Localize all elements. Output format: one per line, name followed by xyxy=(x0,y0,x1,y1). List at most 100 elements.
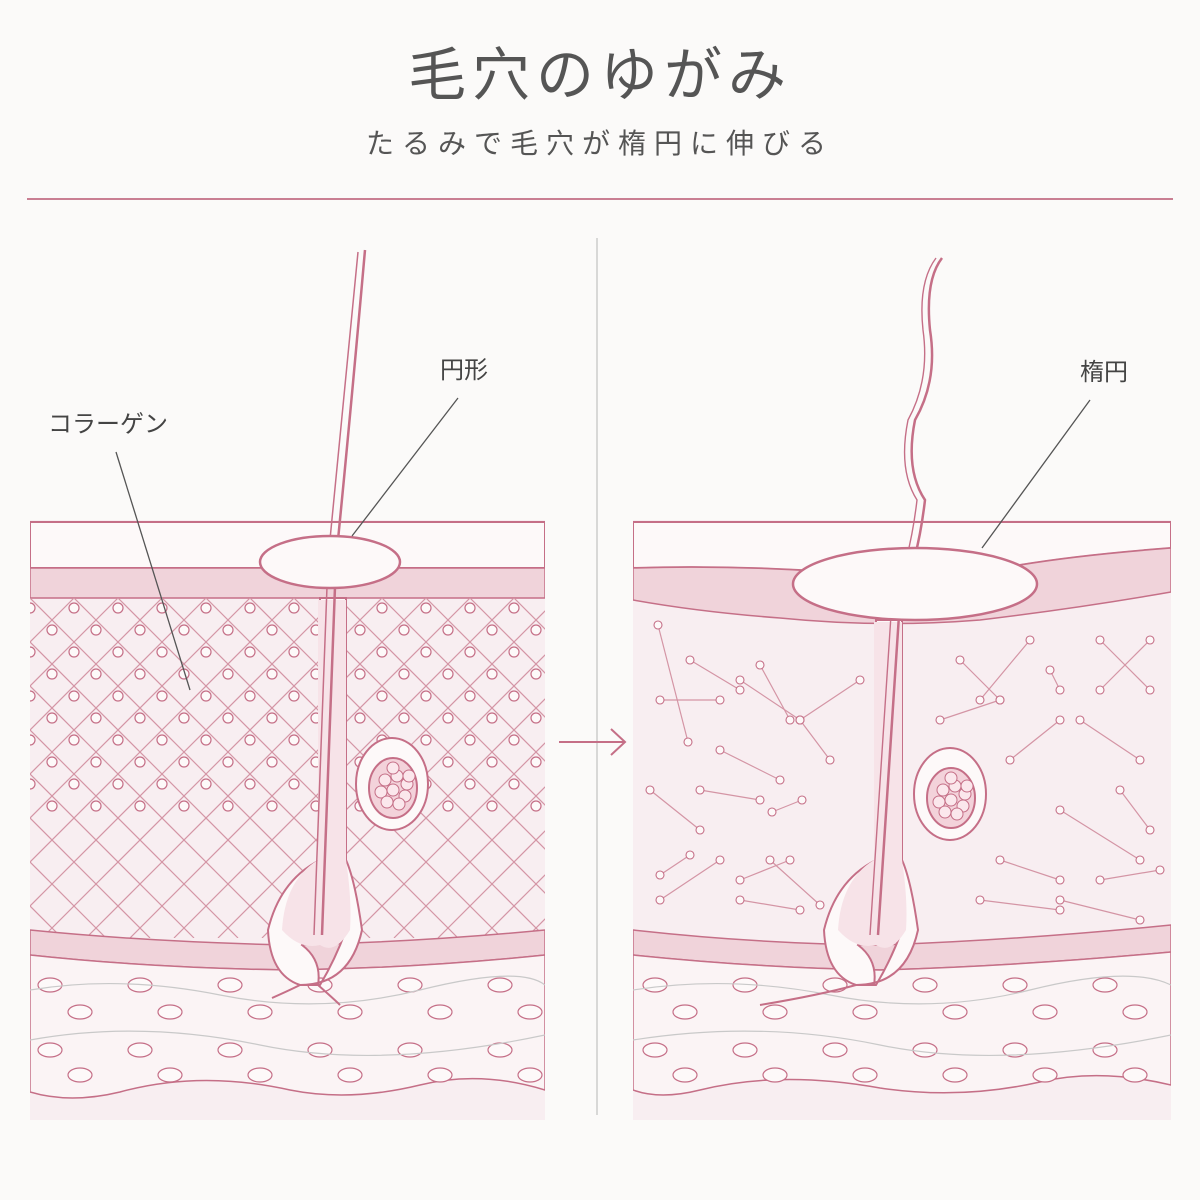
collagen-node xyxy=(442,624,454,636)
arrow-icon xyxy=(559,728,627,756)
collagen-node xyxy=(354,668,366,680)
collagen-node xyxy=(90,668,102,680)
collagen-node xyxy=(30,734,36,746)
collagen-node xyxy=(266,668,278,680)
collagen-node xyxy=(200,778,212,790)
collagen-node xyxy=(244,646,256,658)
collagen-node xyxy=(134,668,146,680)
collagen-node xyxy=(420,690,432,702)
collagen-node xyxy=(68,646,80,658)
collagen-node xyxy=(112,778,124,790)
collagen-node xyxy=(420,646,432,658)
collagen-node xyxy=(530,712,542,724)
collagen-node xyxy=(222,756,234,768)
collagen-node xyxy=(30,646,36,658)
label-ellipse: 楕円 xyxy=(1080,358,1128,386)
collagen-node xyxy=(464,734,476,746)
collagen-node xyxy=(442,800,454,812)
page-title: 毛穴のゆがみ xyxy=(407,41,792,109)
collagen-node xyxy=(46,756,58,768)
collagen-node xyxy=(68,734,80,746)
collagen-node xyxy=(46,624,58,636)
label-collagen: コラーゲン xyxy=(48,410,168,438)
collagen-node xyxy=(442,712,454,724)
collagen-node xyxy=(508,646,520,658)
collagen-node xyxy=(530,668,542,680)
collagen-node xyxy=(178,712,190,724)
collagen-node xyxy=(530,756,542,768)
collagen-node xyxy=(398,624,410,636)
collagen-node xyxy=(486,756,498,768)
collagen-node xyxy=(266,800,278,812)
collagen-node xyxy=(266,624,278,636)
collagen-node xyxy=(530,800,542,812)
collagen-node xyxy=(112,734,124,746)
left-hair-follicle xyxy=(266,597,364,1006)
right-hair-follicle xyxy=(759,619,920,1006)
collagen-node xyxy=(222,800,234,812)
collagen-node xyxy=(134,712,146,724)
collagen-node xyxy=(420,734,432,746)
collagen-node xyxy=(156,734,168,746)
page-subtitle: たるみで毛穴が楕円に伸びる xyxy=(365,127,834,160)
collagen-node xyxy=(68,690,80,702)
collagen-node xyxy=(30,602,36,614)
leader-collagen xyxy=(115,451,191,691)
right-hypodermis xyxy=(633,951,1171,1096)
label-round: 円形 xyxy=(440,356,488,384)
collagen-node xyxy=(376,690,388,702)
collagen-node xyxy=(376,602,388,614)
fat-cells xyxy=(642,977,1148,1083)
collagen-node xyxy=(530,624,542,636)
right-pore-elliptical xyxy=(791,546,1039,622)
collagen-node xyxy=(200,690,212,702)
collagen-node xyxy=(46,668,58,680)
collagen-node xyxy=(134,624,146,636)
collagen-node xyxy=(222,712,234,724)
collagen-node xyxy=(200,602,212,614)
collagen-node xyxy=(288,734,300,746)
collagen-node xyxy=(156,778,168,790)
collagen-node xyxy=(508,690,520,702)
collagen-node xyxy=(244,690,256,702)
collagen-node xyxy=(68,778,80,790)
broken-collagen-fibers xyxy=(645,620,1165,925)
collagen-node xyxy=(442,668,454,680)
collagen-node xyxy=(46,800,58,812)
left-pore-round xyxy=(258,534,402,590)
collagen-node xyxy=(90,800,102,812)
collagen-node xyxy=(508,734,520,746)
collagen-node xyxy=(354,712,366,724)
collagen-node xyxy=(266,756,278,768)
header-divider xyxy=(27,198,1173,200)
collagen-node xyxy=(288,778,300,790)
collagen-node xyxy=(442,756,454,768)
collagen-node xyxy=(244,778,256,790)
collagen-node xyxy=(398,668,410,680)
collagen-node xyxy=(112,690,124,702)
collagen-node xyxy=(30,778,36,790)
collagen-node xyxy=(222,668,234,680)
leader-ellipse xyxy=(981,399,1091,549)
collagen-node xyxy=(244,602,256,614)
collagen-node xyxy=(90,624,102,636)
collagen-node xyxy=(68,602,80,614)
collagen-node xyxy=(90,712,102,724)
collagen-node xyxy=(134,756,146,768)
collagen-node xyxy=(486,668,498,680)
collagen-node xyxy=(464,602,476,614)
collagen-node xyxy=(486,624,498,636)
collagen-node xyxy=(112,646,124,658)
collagen-node xyxy=(464,690,476,702)
collagen-node xyxy=(376,646,388,658)
collagen-node xyxy=(156,646,168,658)
collagen-node xyxy=(46,712,58,724)
collagen-node xyxy=(178,800,190,812)
collagen-node xyxy=(420,602,432,614)
leader-round xyxy=(351,397,459,537)
collagen-node xyxy=(486,712,498,724)
collagen-node xyxy=(464,646,476,658)
collagen-node xyxy=(200,646,212,658)
collagen-node xyxy=(508,602,520,614)
